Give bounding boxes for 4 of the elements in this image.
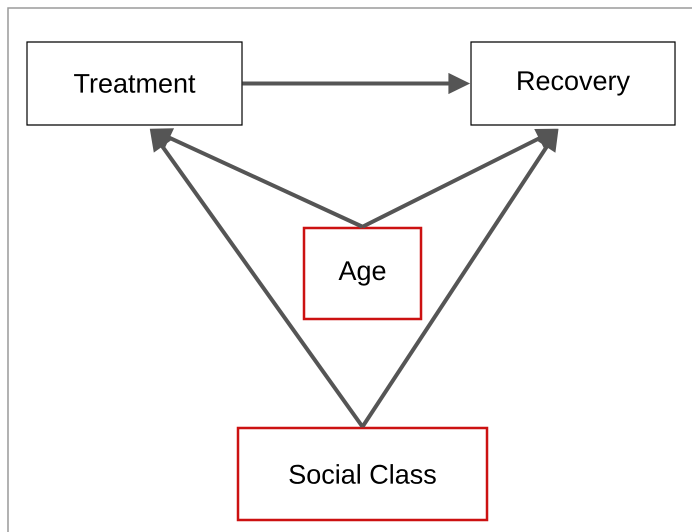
- box: Age: [302, 226, 422, 320]
- box: Recovery: [470, 41, 676, 126]
- box: Social Class: [236, 426, 488, 522]
- box: Treatment: [26, 41, 243, 126]
